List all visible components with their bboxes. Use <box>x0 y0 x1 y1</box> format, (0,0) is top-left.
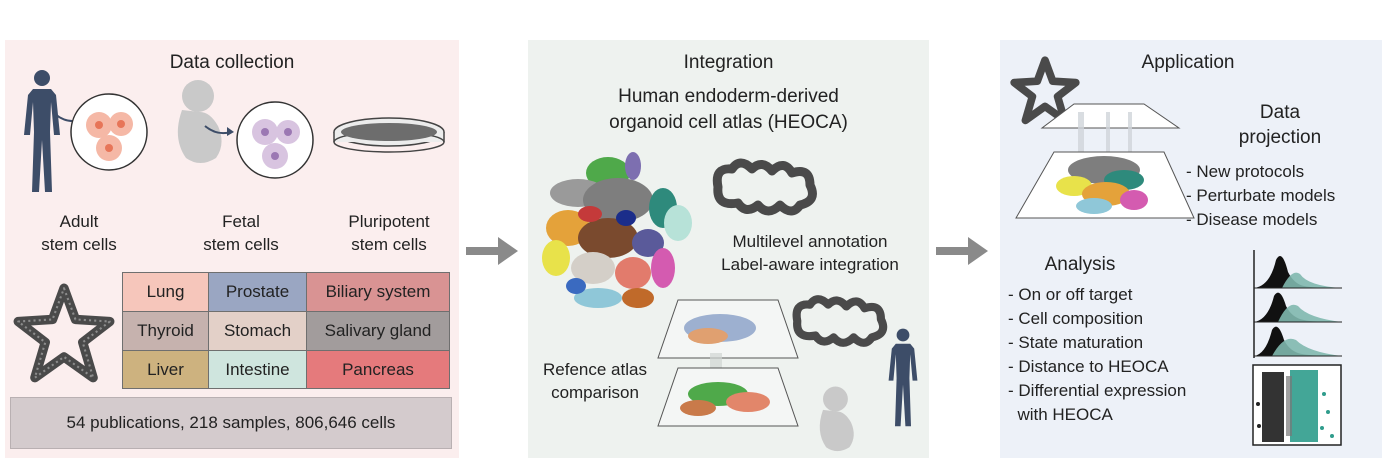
integration-panel: Integration Human endoderm-derived organ… <box>528 40 929 458</box>
organoid-star-icon-2 <box>1010 56 1080 125</box>
projection-list: - New protocols - Perturbate models - Di… <box>1186 160 1335 232</box>
tissue-cell: Stomach <box>209 312 306 350</box>
heoca-umap-icon <box>542 152 692 308</box>
tissue-cell: Liver <box>123 351 208 388</box>
organoid-star-icon <box>13 283 115 383</box>
data-summary-text: 54 publications, 218 samples, 806,646 ce… <box>66 413 396 432</box>
projection-item: - New protocols <box>1186 162 1305 181</box>
projection-line2: projection <box>1238 127 1322 148</box>
reference-line2: comparison <box>551 383 639 402</box>
pluripotent-label-line2: stem cells <box>351 235 427 254</box>
data-summary-box: 54 publications, 218 samples, 806,646 ce… <box>10 397 452 449</box>
reference-label: Refence atlas comparison <box>540 358 650 404</box>
fetus-icon <box>177 80 222 163</box>
reference-line1: Refence atlas <box>543 360 647 379</box>
data-collection-panel: Data collection <box>5 40 459 458</box>
tissue-label: Salivary gland <box>324 321 432 340</box>
fetal-label: Fetal stem cells <box>187 210 295 256</box>
data-collection-title: Data collection <box>169 52 295 73</box>
tissue-label: Stomach <box>223 321 292 340</box>
adult-label-line2: stem cells <box>41 235 117 254</box>
analysis-item: with HEOCA <box>1008 405 1113 424</box>
projection-item: - Disease models <box>1186 210 1318 229</box>
tissue-cell: Pancreas <box>307 351 449 388</box>
projection-planes-icon <box>1015 103 1195 219</box>
fetal-arrow-icon <box>204 125 234 136</box>
analysis-title: Analysis <box>1044 254 1116 275</box>
analysis-item: - Cell composition <box>1008 309 1144 328</box>
adult-human-icon-2 <box>888 328 918 427</box>
tissue-cell: Thyroid <box>123 312 208 350</box>
adult-stem-cells-icon <box>70 93 148 171</box>
tissue-cell: Intestine <box>209 351 306 388</box>
atlas-title-line2: organoid cell atlas (HEOCA) <box>609 112 848 133</box>
tissue-cell: Prostate <box>209 273 306 311</box>
adult-human-icon <box>24 70 60 192</box>
analysis-item: - State maturation <box>1008 333 1144 352</box>
fetal-label-line2: stem cells <box>203 235 279 254</box>
fetal-label-line1: Fetal <box>222 212 260 231</box>
analysis-item: - Distance to HEOCA <box>1008 357 1169 376</box>
atlas-title-line1: Human endoderm-derived <box>618 86 839 107</box>
annotation-line1: Multilevel annotation <box>732 232 888 251</box>
tissue-label: Biliary system <box>325 282 431 301</box>
analysis-list: - On or off target - Cell composition - … <box>1008 283 1186 427</box>
application-panel: Application Data projection - New protoc… <box>1000 40 1382 458</box>
flow-arrow-icon-2 <box>936 237 988 265</box>
tissue-label: Lung <box>146 282 185 301</box>
tissue-label: Thyroid <box>137 321 194 340</box>
annotation-line2: Label-aware integration <box>721 255 899 274</box>
differential-scatter-icon <box>1252 364 1342 446</box>
petri-dish-icon <box>333 117 445 153</box>
adult-label-line1: Adult <box>59 212 99 231</box>
tissue-grid: Lung Prostate Biliary system Thyroid Sto… <box>122 272 450 389</box>
tissue-cell: Salivary gland <box>307 312 449 350</box>
tissue-label: Prostate <box>225 282 290 301</box>
annotation-label: Multilevel annotation Label-aware integr… <box>698 230 922 276</box>
pluripotent-label: Pluripotent stem cells <box>327 210 451 256</box>
tissue-cell: Biliary system <box>307 273 449 311</box>
density-ridges-icon <box>1253 250 1342 358</box>
tissue-cell: Lung <box>123 273 208 311</box>
projection-line1: Data <box>1259 102 1301 123</box>
projection-item: - Perturbate models <box>1186 186 1336 205</box>
projection-label: Data projection <box>1210 100 1350 150</box>
organoid-chain-icon <box>712 158 817 216</box>
application-title: Application <box>1141 52 1235 73</box>
integration-title: Integration <box>683 52 774 73</box>
flow-arrow-icon <box>466 237 518 265</box>
tissue-label: Intestine <box>225 359 290 379</box>
organoid-chain-icon-2 <box>792 295 888 347</box>
analysis-item: - On or off target <box>1008 285 1133 304</box>
fetus-icon-2 <box>819 386 854 452</box>
reference-planes-icon <box>657 299 799 427</box>
adult-label: Adult stem cells <box>25 210 133 256</box>
fetal-stem-cells-icon <box>236 101 314 179</box>
pluripotent-label-line1: Pluripotent <box>348 212 430 231</box>
tissue-label: Liver <box>147 359 184 379</box>
tissue-label: Pancreas <box>342 359 414 379</box>
analysis-item: - Differential expression <box>1008 381 1187 400</box>
